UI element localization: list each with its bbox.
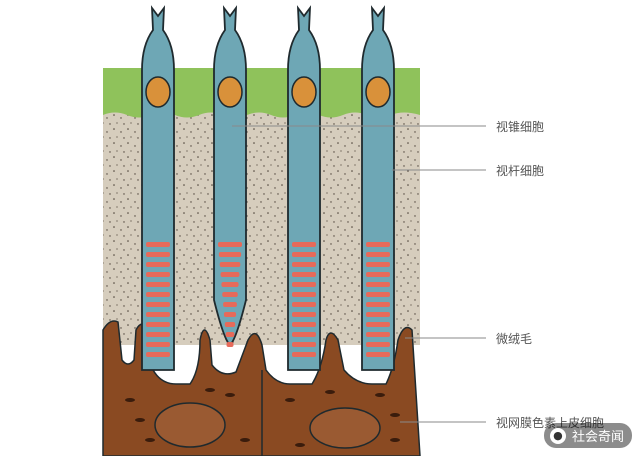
pigment-granule (225, 393, 235, 397)
membrane-disc (366, 272, 390, 277)
membrane-disc (146, 292, 170, 297)
membrane-disc (146, 252, 170, 257)
watermark: ● 社会奇闻 (543, 423, 632, 448)
label-microvilli: 微绒毛 (496, 332, 533, 346)
membrane-disc (366, 352, 390, 357)
pigment-granule (390, 413, 400, 417)
membrane-disc (292, 272, 316, 277)
membrane-disc (226, 342, 234, 347)
pigment-granule (125, 398, 135, 402)
rod-cell-3 (361, 5, 395, 371)
pigment-granule (375, 393, 385, 397)
epithelium-nucleus-left (154, 402, 226, 448)
pigment-granule (205, 388, 215, 392)
membrane-disc (146, 272, 170, 277)
photoreceptor-cells (141, 5, 395, 371)
membrane-disc (146, 262, 170, 267)
membrane-disc (222, 292, 238, 297)
cone-cell (213, 5, 247, 347)
membrane-disc (366, 332, 390, 337)
membrane-disc (292, 242, 316, 247)
membrane-disc (224, 322, 236, 327)
membrane-disc (292, 292, 316, 297)
watermark-text: 社会奇闻 (571, 430, 624, 445)
membrane-disc (146, 312, 170, 317)
membrane-disc (366, 292, 390, 297)
membrane-disc (219, 262, 241, 267)
label-cone-cell: 视锥细胞 (496, 120, 545, 134)
membrane-disc (292, 312, 316, 317)
membrane-disc (146, 332, 170, 337)
cell-nucleus (365, 76, 391, 108)
membrane-disc (146, 352, 170, 357)
membrane-disc (220, 272, 240, 277)
epithelium-nucleus-right (309, 407, 381, 449)
membrane-disc (292, 262, 316, 267)
wechat-icon: ● (549, 427, 566, 444)
membrane-disc (146, 282, 170, 287)
membrane-disc (292, 322, 316, 327)
pigment-granule (285, 398, 295, 402)
membrane-disc (292, 342, 316, 347)
label-pigment-epithelium: 视网膜色素上皮细胞 (496, 416, 605, 430)
membrane-disc (366, 342, 390, 347)
membrane-disc (146, 342, 170, 347)
membrane-disc (218, 252, 242, 257)
membrane-disc (146, 302, 170, 307)
membrane-disc (292, 352, 316, 357)
pigment-granule (390, 438, 400, 442)
rod-cell-1 (141, 5, 175, 371)
membrane-disc (292, 252, 316, 257)
membrane-disc (223, 302, 237, 307)
cell-nucleus (145, 76, 171, 108)
membrane-disc (366, 282, 390, 287)
membrane-disc (366, 302, 390, 307)
membrane-disc (146, 242, 170, 247)
label-rod-cell: 视杆细胞 (496, 164, 545, 178)
membrane-disc (366, 322, 390, 327)
matrix-layer (103, 112, 420, 345)
cell-nucleus (291, 76, 317, 108)
pigment-granule (145, 438, 155, 442)
membrane-disc (223, 312, 237, 317)
pigment-granule (135, 418, 145, 422)
membrane-disc (366, 312, 390, 317)
membrane-disc (366, 242, 390, 247)
membrane-disc (292, 302, 316, 307)
membrane-disc (146, 322, 170, 327)
membrane-disc (225, 332, 235, 337)
rod-cell-2 (287, 5, 321, 371)
pigment-granule (325, 390, 335, 394)
membrane-disc (292, 282, 316, 287)
pigment-granule (240, 438, 250, 442)
membrane-disc (221, 282, 239, 287)
pigment-granules (125, 388, 400, 447)
cell-nucleus (217, 76, 243, 108)
membrane-disc (366, 252, 390, 257)
membrane-disc (292, 332, 316, 337)
pigment-granule (295, 443, 305, 447)
membrane-disc (366, 262, 390, 267)
membrane-disc (218, 242, 242, 247)
